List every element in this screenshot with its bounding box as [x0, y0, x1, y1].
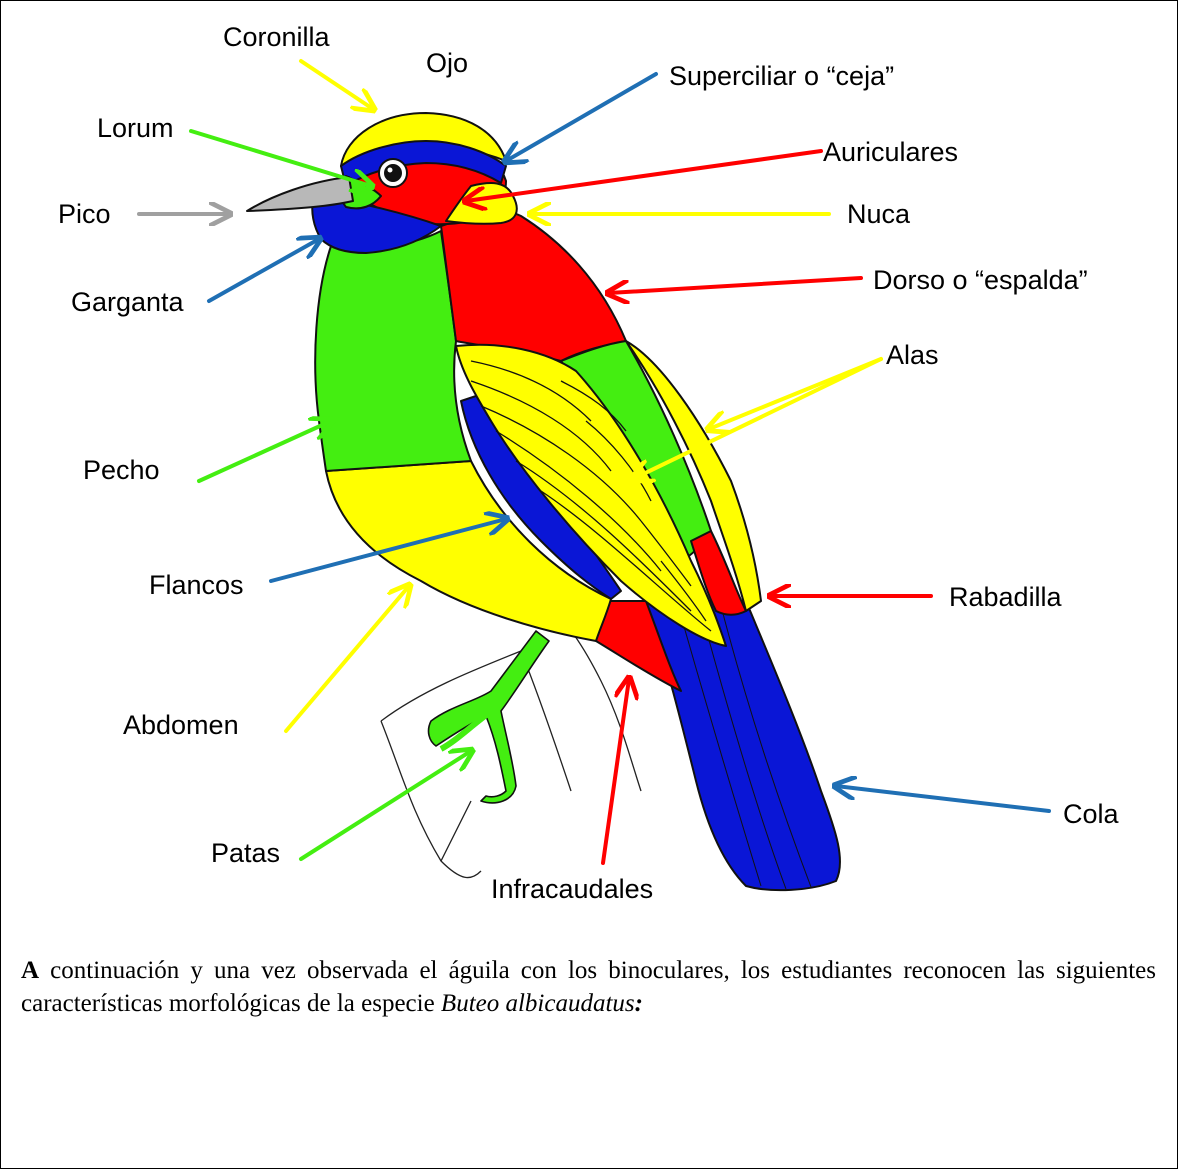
arrow-infracaudales	[603, 679, 629, 863]
arrow-patas	[301, 751, 471, 859]
species-name: Buteo albicaudatus	[441, 990, 635, 1017]
label-pico: Pico	[58, 199, 111, 229]
bird-diagram: Coronilla Ojo Superciliar o “ceja” Lorum…	[1, 1, 1177, 941]
label-superciliar: Superciliar o “ceja”	[669, 61, 894, 91]
arrow-garganta	[209, 239, 319, 301]
description-paragraph: A continuación y una vez observada el ág…	[21, 954, 1156, 1020]
arrow-coronilla	[301, 61, 373, 109]
label-cola: Cola	[1063, 799, 1120, 829]
paragraph-lead: A	[21, 957, 39, 984]
arrow-cola	[836, 786, 1049, 811]
arrow-auriculares	[466, 151, 821, 201]
leg-patas	[429, 631, 549, 803]
label-abdomen: Abdomen	[123, 710, 239, 740]
label-ojo: Ojo	[426, 48, 468, 78]
label-flancos: Flancos	[149, 570, 244, 600]
arrow-pecho	[199, 421, 331, 481]
label-nuca: Nuca	[847, 199, 911, 229]
paragraph-end: :	[635, 990, 643, 1017]
bird	[247, 113, 840, 890]
tail-cola	[646, 601, 840, 890]
label-infracaudales: Infracaudales	[491, 874, 653, 904]
label-coronilla: Coronilla	[223, 22, 331, 52]
arrow-abdomen	[286, 586, 409, 731]
arrow-superciliar	[506, 74, 656, 161]
label-garganta: Garganta	[71, 287, 185, 317]
back-dorso	[441, 212, 626, 361]
label-pecho: Pecho	[83, 455, 160, 485]
label-dorso: Dorso o “espalda”	[873, 265, 1088, 295]
label-alas: Alas	[886, 340, 939, 370]
label-auriculares: Auriculares	[823, 137, 958, 167]
label-lorum: Lorum	[97, 113, 174, 143]
label-rabadilla: Rabadilla	[949, 582, 1063, 612]
arrow-dorso	[609, 278, 861, 293]
label-patas: Patas	[211, 838, 280, 868]
arrow-alas-2	[633, 359, 881, 479]
